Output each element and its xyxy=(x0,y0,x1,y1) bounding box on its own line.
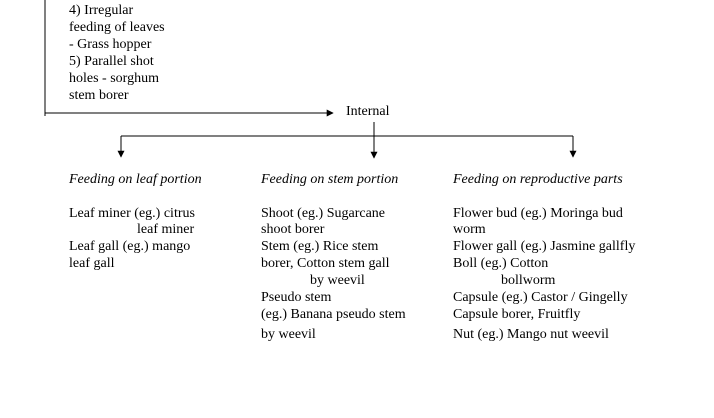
top-line: holes - sorghum xyxy=(69,71,159,86)
column-line: leaf gall xyxy=(69,256,115,271)
internal-label: Internal xyxy=(346,104,390,119)
column-line: borer, Cotton stem gall xyxy=(261,256,390,271)
column-line: Stem (eg.) Rice stem xyxy=(261,239,379,254)
column-heading: Feeding on stem portion xyxy=(261,172,399,187)
top-line: feeding of leaves xyxy=(69,20,165,35)
column-line: by weevil xyxy=(261,327,316,342)
column-line: Leaf gall (eg.) mango xyxy=(69,239,191,254)
column-line: Pseudo stem xyxy=(261,290,332,305)
column-line: Shoot (eg.) Sugarcane xyxy=(261,206,386,221)
column-line: Flower gall (eg.) Jasmine gallfly xyxy=(453,239,636,254)
column-line: Capsule (eg.) Castor / Gingelly xyxy=(453,290,628,305)
column-line: leaf miner xyxy=(137,222,195,237)
column-line: (eg.) Banana pseudo stem xyxy=(261,307,406,322)
column-heading: Feeding on reproductive parts xyxy=(453,172,623,187)
top-line: 4) Irregular xyxy=(69,3,134,18)
column-heading: Feeding on leaf portion xyxy=(69,172,202,187)
column-line: Flower bud (eg.) Moringa bud xyxy=(453,206,623,221)
column-line: Capsule borer, Fruitfly xyxy=(453,307,581,322)
column-line: worm xyxy=(453,222,486,237)
column-line: by weevil xyxy=(310,273,365,288)
top-line: stem borer xyxy=(69,88,129,103)
top-line: - Grass hopper xyxy=(69,37,152,52)
column-line: shoot borer xyxy=(261,222,325,237)
column-line: Boll (eg.) Cotton xyxy=(453,256,549,271)
top-line: 5) Parallel shot xyxy=(69,54,154,69)
column-line: Leaf miner (eg.) citrus xyxy=(69,206,195,221)
column-line: Nut (eg.) Mango nut weevil xyxy=(453,327,609,342)
column-line: bollworm xyxy=(501,273,556,288)
